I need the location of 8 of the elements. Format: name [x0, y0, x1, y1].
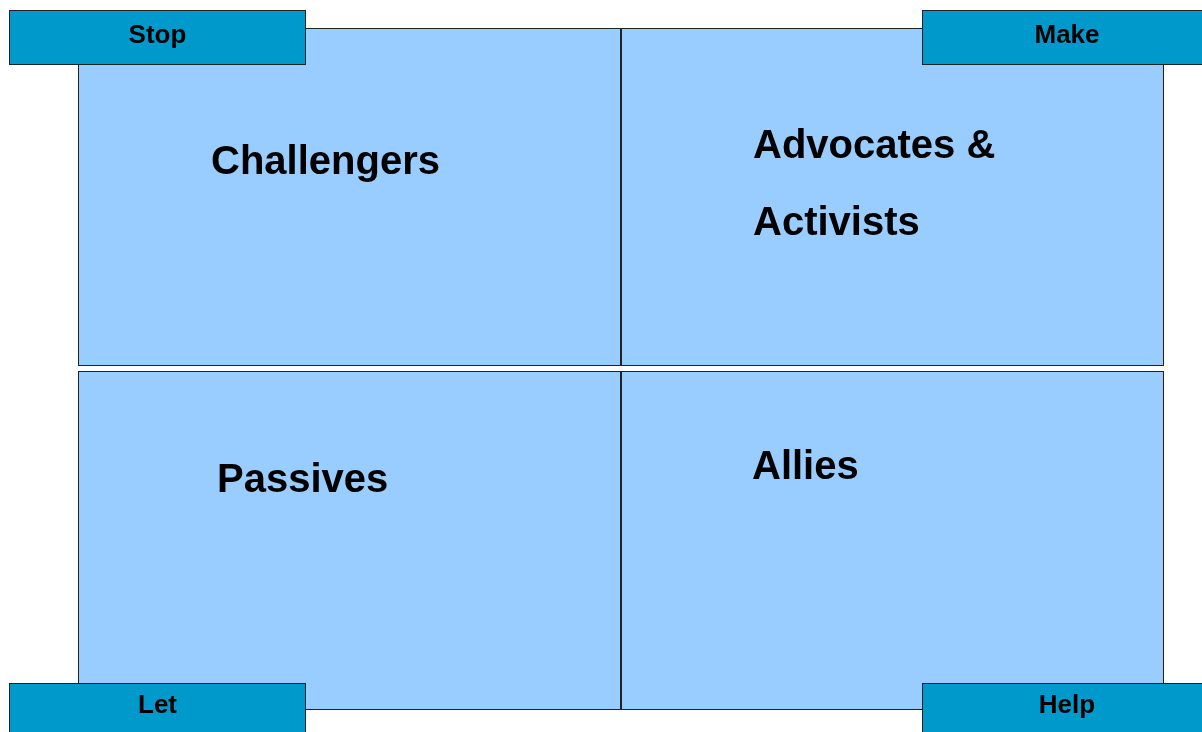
- quadrant-label: Challengers: [211, 137, 441, 184]
- corner-tab: Help: [922, 683, 1202, 732]
- corner-tab: Let: [9, 683, 306, 732]
- quadrant-label: Advocates & Activists: [753, 121, 997, 245]
- quadrant-label: Passives: [217, 455, 390, 502]
- quadrant-label: Allies: [752, 442, 860, 489]
- corner-tab: Make: [922, 10, 1202, 65]
- corner-tab: Stop: [9, 10, 306, 65]
